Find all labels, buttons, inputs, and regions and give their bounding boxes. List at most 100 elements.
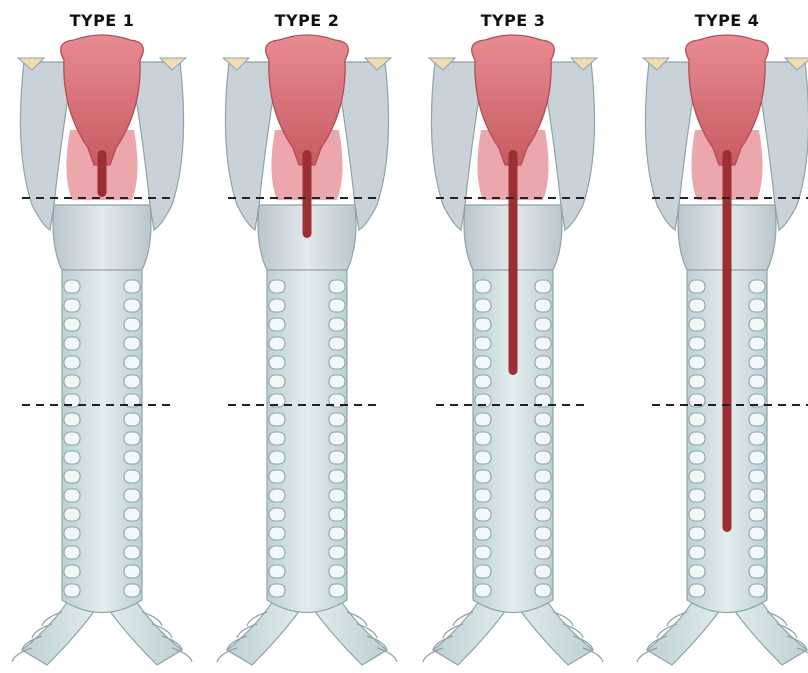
- panel-3: TYPE 3: [423, 11, 603, 665]
- tracheal-ring-left: [689, 413, 705, 426]
- tracheal-ring-left: [64, 451, 80, 464]
- tracheal-ring-right: [329, 584, 345, 597]
- tracheal-ring-right: [749, 280, 765, 293]
- tracheal-ring-right: [535, 565, 551, 578]
- tracheal-ring-left: [475, 356, 491, 369]
- tracheal-ring-right: [124, 584, 140, 597]
- cricoid-cartilage: [53, 205, 151, 270]
- tracheal-ring-left: [64, 508, 80, 521]
- tracheal-ring-left: [64, 299, 80, 312]
- tracheal-ring-left: [689, 584, 705, 597]
- tracheal-ring-left: [475, 565, 491, 578]
- tracheal-ring-right: [124, 432, 140, 445]
- tracheal-ring-right: [749, 451, 765, 464]
- tracheal-ring-left: [64, 489, 80, 502]
- panel-label: TYPE 3: [481, 11, 546, 30]
- tracheal-ring-left: [689, 470, 705, 483]
- tracheal-ring-left: [475, 546, 491, 559]
- tracheal-ring-right: [749, 470, 765, 483]
- tracheal-ring-left: [269, 508, 285, 521]
- airway-illustration: [423, 35, 603, 665]
- tracheal-ring-right: [535, 508, 551, 521]
- tracheal-ring-left: [475, 508, 491, 521]
- tracheal-ring-right: [749, 584, 765, 597]
- tracheal-ring-right: [124, 489, 140, 502]
- panel-label: TYPE 4: [695, 11, 760, 30]
- tracheal-ring-left: [269, 337, 285, 350]
- tracheal-ring-right: [535, 432, 551, 445]
- tracheal-ring-right: [124, 299, 140, 312]
- laryngeal-cleft: [723, 150, 732, 532]
- tracheal-ring-right: [749, 299, 765, 312]
- airway-illustration: [12, 35, 192, 665]
- tracheal-ring-right: [329, 280, 345, 293]
- tracheal-ring-right: [535, 299, 551, 312]
- tracheal-ring-left: [475, 375, 491, 388]
- tracheal-ring-left: [475, 432, 491, 445]
- tracheal-ring-left: [475, 299, 491, 312]
- tracheal-ring-right: [329, 318, 345, 331]
- tracheal-ring-right: [124, 356, 140, 369]
- tracheal-ring-right: [535, 584, 551, 597]
- tracheal-ring-right: [749, 318, 765, 331]
- tracheal-ring-left: [64, 546, 80, 559]
- tracheal-ring-left: [475, 527, 491, 540]
- tracheal-ring-left: [269, 356, 285, 369]
- laryngeal-cleft: [303, 150, 312, 238]
- tracheal-ring-right: [535, 489, 551, 502]
- tracheal-ring-left: [689, 356, 705, 369]
- tracheal-ring-right: [535, 451, 551, 464]
- tracheal-ring-right: [329, 508, 345, 521]
- tracheal-ring-right: [124, 337, 140, 350]
- panel-4: TYPE 4: [637, 11, 808, 665]
- tracheal-ring-right: [535, 280, 551, 293]
- tracheal-ring-right: [329, 432, 345, 445]
- tracheal-ring-left: [269, 299, 285, 312]
- tracheal-ring-left: [269, 546, 285, 559]
- tracheal-ring-right: [329, 375, 345, 388]
- tracheal-ring-right: [124, 470, 140, 483]
- tracheal-ring-right: [329, 489, 345, 502]
- airway-illustration: [217, 35, 397, 665]
- tracheal-ring-right: [329, 356, 345, 369]
- tracheal-ring-right: [124, 508, 140, 521]
- tracheal-ring-right: [749, 432, 765, 445]
- tracheal-ring-left: [475, 451, 491, 464]
- tracheal-ring-left: [689, 451, 705, 464]
- tracheal-ring-right: [329, 413, 345, 426]
- tracheal-ring-right: [749, 546, 765, 559]
- tracheal-ring-left: [475, 584, 491, 597]
- tracheal-ring-left: [475, 489, 491, 502]
- tracheal-ring-left: [269, 451, 285, 464]
- tracheal-ring-left: [269, 527, 285, 540]
- tracheal-ring-left: [64, 280, 80, 293]
- tracheal-ring-right: [124, 565, 140, 578]
- tracheal-ring-right: [329, 299, 345, 312]
- tracheal-ring-left: [64, 584, 80, 597]
- tracheal-ring-right: [124, 527, 140, 540]
- tracheal-ring-left: [64, 432, 80, 445]
- tracheal-ring-left: [269, 318, 285, 331]
- tracheal-ring-left: [689, 546, 705, 559]
- tracheal-ring-left: [64, 375, 80, 388]
- tracheal-ring-left: [64, 356, 80, 369]
- tracheal-ring-right: [535, 546, 551, 559]
- tracheal-ring-right: [749, 527, 765, 540]
- panel-1: TYPE 1: [12, 11, 192, 665]
- tracheal-ring-right: [124, 451, 140, 464]
- tracheal-ring-left: [269, 375, 285, 388]
- tracheal-ring-right: [535, 375, 551, 388]
- tracheal-ring-right: [124, 318, 140, 331]
- tracheal-ring-left: [689, 299, 705, 312]
- tracheal-ring-left: [689, 565, 705, 578]
- laryngeal-cleft: [98, 150, 107, 197]
- tracheal-ring-right: [535, 413, 551, 426]
- tracheal-ring-left: [689, 318, 705, 331]
- tracheal-ring-right: [749, 356, 765, 369]
- tracheal-ring-left: [64, 527, 80, 540]
- panel-label: TYPE 2: [275, 11, 340, 30]
- tracheal-ring-right: [535, 470, 551, 483]
- tracheal-ring-right: [329, 527, 345, 540]
- tracheal-ring-right: [749, 489, 765, 502]
- tracheal-ring-left: [269, 489, 285, 502]
